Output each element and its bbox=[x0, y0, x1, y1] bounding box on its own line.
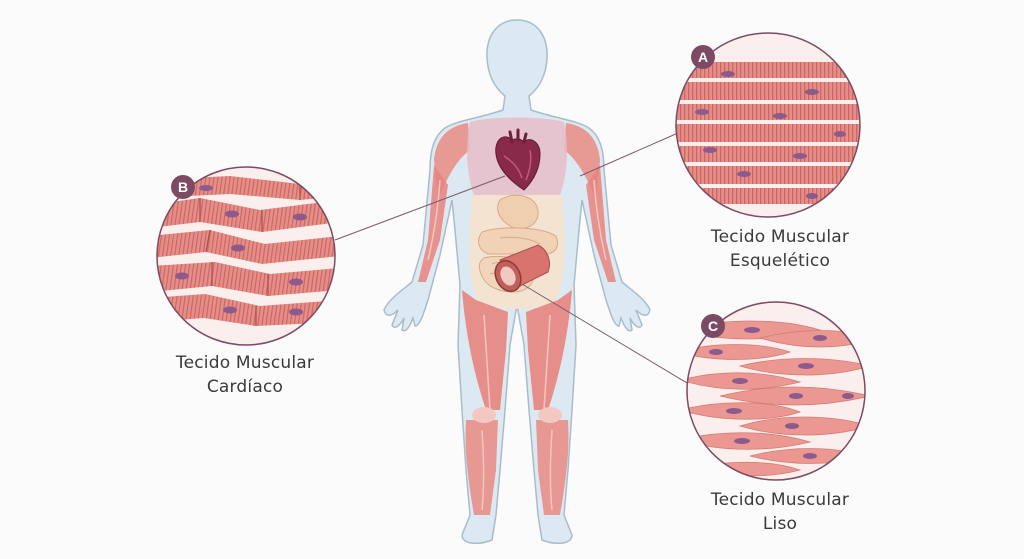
caption-skeletal-line2: Esquelético bbox=[729, 251, 831, 271]
human-body bbox=[383, 19, 651, 545]
left-calf-muscle bbox=[465, 420, 498, 515]
caption-cardiac: Tecido Muscular Cardíaco bbox=[145, 351, 345, 399]
right-calf-muscle bbox=[536, 420, 569, 515]
leader-line-c bbox=[521, 283, 698, 390]
smooth-nuclei bbox=[709, 327, 854, 459]
panel-cardiac: B bbox=[156, 166, 336, 346]
cardiac-fibers bbox=[157, 176, 335, 326]
leader-line-a bbox=[579, 132, 679, 177]
panel-skeletal: A bbox=[675, 32, 861, 218]
leader-lines bbox=[334, 132, 698, 390]
right-knee bbox=[538, 407, 562, 423]
right-thigh-muscle bbox=[526, 290, 572, 410]
badge-c: C bbox=[701, 314, 725, 338]
right-arm-muscle bbox=[586, 165, 616, 282]
skeletal-fibers bbox=[676, 62, 860, 204]
caption-cardiac-line1: Tecido Muscular bbox=[175, 353, 315, 373]
caption-skeletal: Tecido Muscular Esquelético bbox=[680, 225, 880, 273]
svg-text:A: A bbox=[698, 49, 708, 65]
badge-b: B bbox=[171, 175, 195, 199]
badge-a: A bbox=[691, 45, 715, 69]
cardiac-nuclei bbox=[175, 185, 307, 316]
caption-cardiac-line2: Cardíaco bbox=[206, 377, 284, 397]
left-thigh-muscle bbox=[462, 290, 508, 410]
caption-smooth-line2: Liso bbox=[762, 514, 798, 534]
intestine-cross-section bbox=[494, 244, 551, 293]
caption-skeletal-line1: Tecido Muscular bbox=[710, 227, 850, 247]
left-arm-muscle bbox=[418, 165, 448, 282]
caption-smooth-line1: Tecido Muscular bbox=[710, 490, 850, 510]
heart-icon bbox=[495, 128, 541, 191]
caption-smooth: Tecido Muscular Liso bbox=[680, 488, 880, 536]
leader-line-b bbox=[334, 175, 506, 241]
left-knee bbox=[472, 407, 496, 423]
panel-smooth: C bbox=[686, 301, 866, 481]
svg-text:C: C bbox=[708, 318, 718, 334]
skeletal-nuclei bbox=[695, 71, 846, 199]
svg-text:B: B bbox=[178, 179, 188, 195]
